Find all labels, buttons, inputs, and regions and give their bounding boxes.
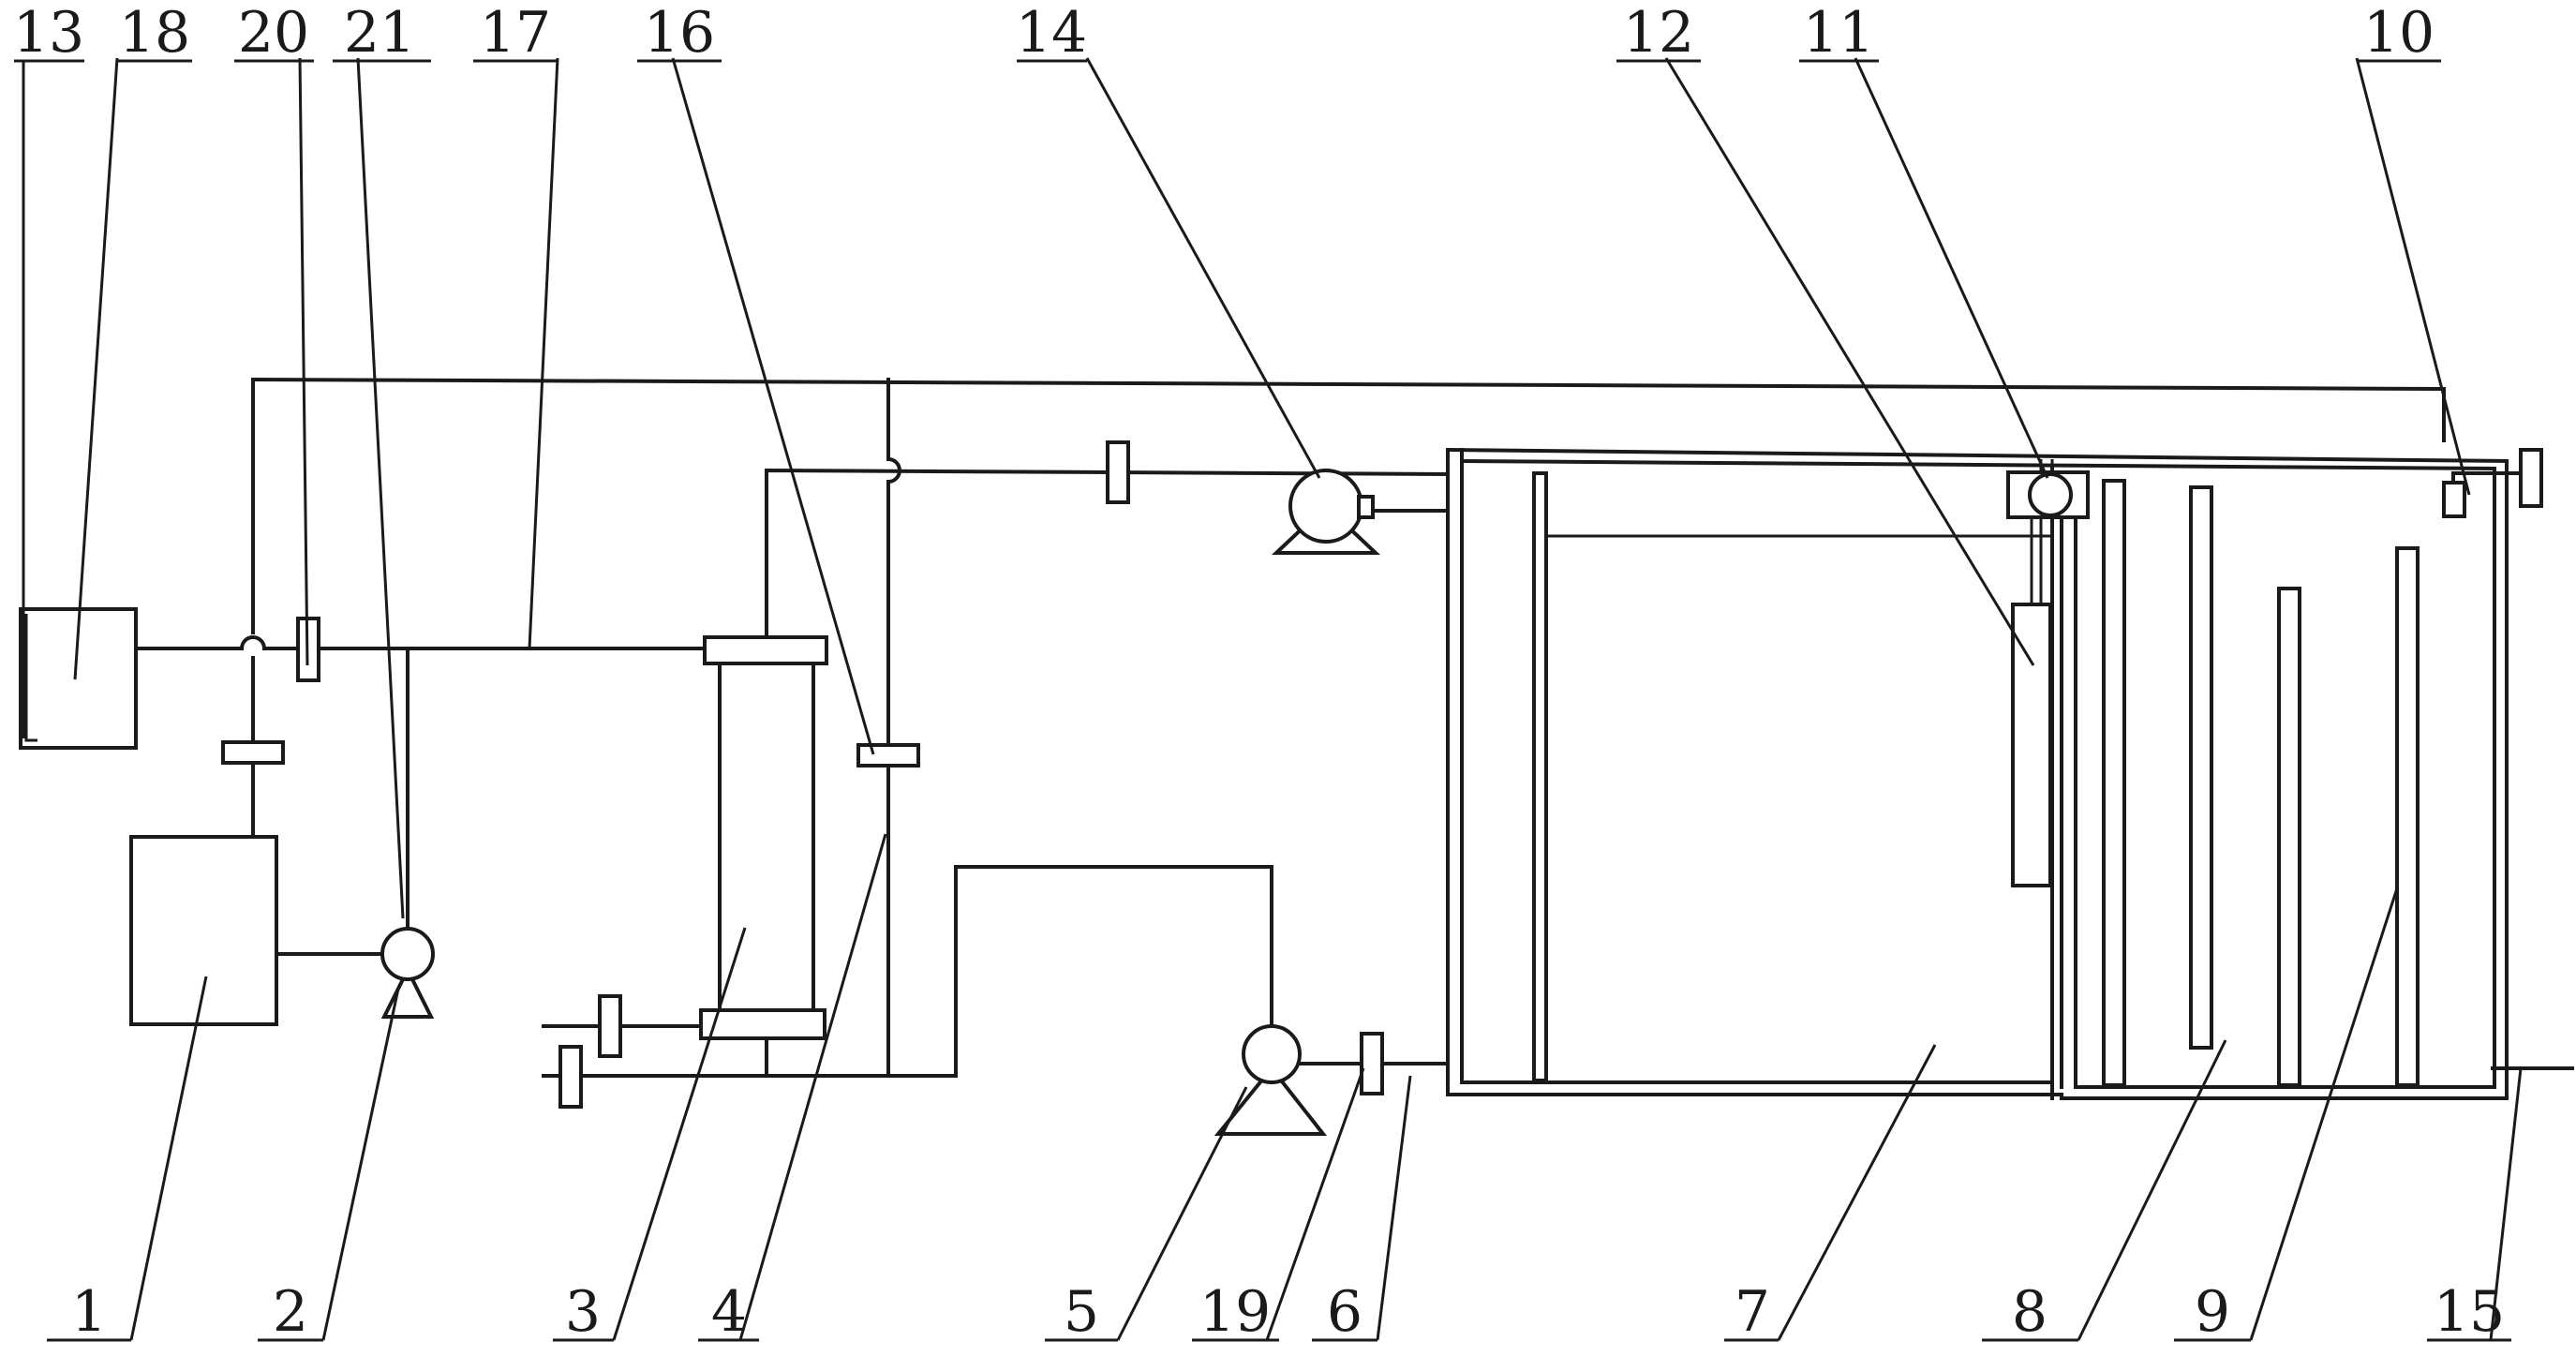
label-2: 2 — [273, 1279, 308, 1345]
outlet-fitting-10 — [2442, 448, 2543, 518]
pipe-4 — [886, 378, 901, 1078]
label-4: 4 — [711, 1279, 747, 1345]
reactor-tank — [1445, 447, 2509, 1100]
label-11: 11 — [1803, 0, 1874, 66]
top-return-pipe — [250, 377, 2446, 442]
pump-2 — [380, 927, 435, 1019]
label-15: 15 — [2434, 1279, 2505, 1345]
blower-14 — [1271, 469, 1381, 555]
valve-top — [1106, 440, 1130, 504]
feed-pipe-17 — [134, 635, 709, 650]
valve-lower-left-1 — [598, 994, 622, 1058]
column-3 — [699, 635, 828, 1040]
valve-lower-left-2 — [558, 1045, 583, 1109]
label-16: 16 — [644, 0, 715, 66]
label-18: 18 — [119, 0, 190, 66]
label-8: 8 — [2012, 1279, 2047, 1345]
label-14: 14 — [1016, 0, 1087, 66]
label-10: 10 — [2363, 0, 2435, 66]
valve-tank1 — [221, 740, 285, 765]
valve-19 — [1360, 1032, 1384, 1095]
valve-16 — [856, 743, 920, 767]
tank-1 — [129, 835, 278, 1026]
label-7: 7 — [1735, 1279, 1770, 1345]
label-12: 12 — [1623, 0, 1694, 66]
label-19: 19 — [1199, 1279, 1271, 1345]
label-3: 3 — [565, 1279, 601, 1345]
pump-5 — [1214, 1024, 1328, 1136]
label-underlines — [14, 59, 2511, 1342]
label-13: 13 — [13, 0, 84, 66]
label-9: 9 — [2195, 1279, 2230, 1345]
label-6: 6 — [1327, 1279, 1362, 1345]
label-17: 17 — [480, 0, 551, 66]
label-21: 21 — [344, 0, 415, 66]
label-20: 20 — [238, 0, 309, 66]
label-1: 1 — [71, 1279, 107, 1345]
leader-lines — [22, 57, 2523, 1341]
label-5: 5 — [1064, 1279, 1099, 1345]
stirrer-12 — [2006, 459, 2090, 887]
bottom-pipe — [542, 865, 1273, 1078]
